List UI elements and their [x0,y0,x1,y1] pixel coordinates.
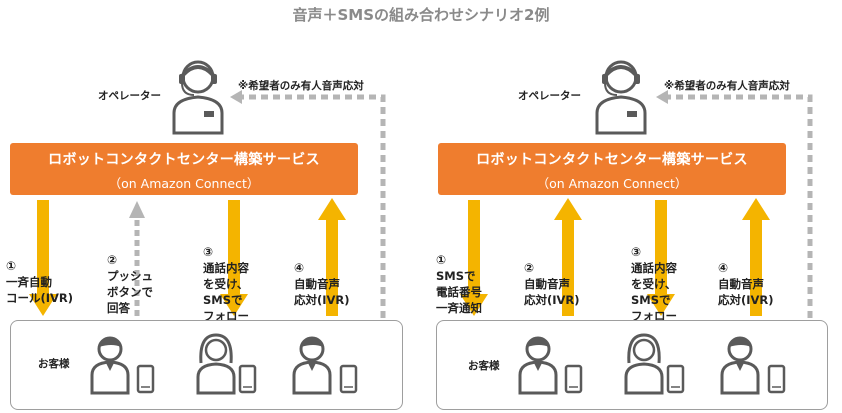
banner-title: ロボットコンタクトセンター構築サービス [476,152,748,168]
operator-icon [172,60,224,135]
smartphone-icon [666,364,685,394]
operator-note: ※希望者のみ有人音声応対 [664,80,790,92]
scenario-panel-left: オペレーター ※希望者のみ有人音声応対 ロボットコンタクトセンター構築サービス … [6,60,403,410]
arrow-step-4 [742,198,770,316]
customer-male-icon [518,336,558,395]
service-banner: ロボットコンタクトセンター構築サービス （on Amazon Connect） [10,143,358,195]
arrow-step-2 [129,201,145,316]
customer-male-icon [292,336,332,395]
customer-label: お客様 [38,358,70,370]
banner-subtitle: （on Amazon Connect） [108,176,260,191]
smartphone-icon [339,364,358,394]
customer-male-icon [90,336,130,395]
customer-box [436,320,828,410]
scenario-panel-right: オペレーター ※希望者のみ有人音声応対 ロボットコンタクトセンター構築サービス … [428,0,842,413]
arrow-step-3 [220,200,248,316]
smartphone-icon [564,364,583,394]
service-banner: ロボットコンタクトセンター構築サービス （on Amazon Connect） [438,143,786,195]
customer-male-icon [720,336,760,395]
customer-label: お客様 [468,360,500,372]
customer-female-icon [624,333,664,395]
diagram-graphics [29,60,386,318]
operator-note: ※希望者のみ有人音声応対 [238,80,364,92]
smartphone-icon [767,364,786,394]
customer-female-icon [196,333,236,395]
dashed-arrow-to-operator [240,94,386,318]
customer-icons [518,333,786,395]
smartphone-icon [238,364,257,394]
customer-icons [90,333,358,395]
arrow-step-1 [29,200,57,316]
arrow-step-3 [647,200,675,316]
arrow-step-1 [460,200,488,316]
banner-subtitle: （on Amazon Connect） [536,176,688,191]
page-title: 音声＋SMSの組み合わせシナリオ2例 [292,6,550,24]
arrow-step-4 [318,198,346,316]
operator-label: オペレーター [98,90,161,102]
diagram-graphics [460,60,813,318]
operator-label: オペレーター [518,90,581,102]
dashed-arrow-to-operator [666,94,813,318]
operator-icon [595,60,647,135]
arrow-step-2 [554,198,582,316]
smartphone-icon [136,364,155,394]
banner-title: ロボットコンタクトセンター構築サービス [48,152,320,168]
